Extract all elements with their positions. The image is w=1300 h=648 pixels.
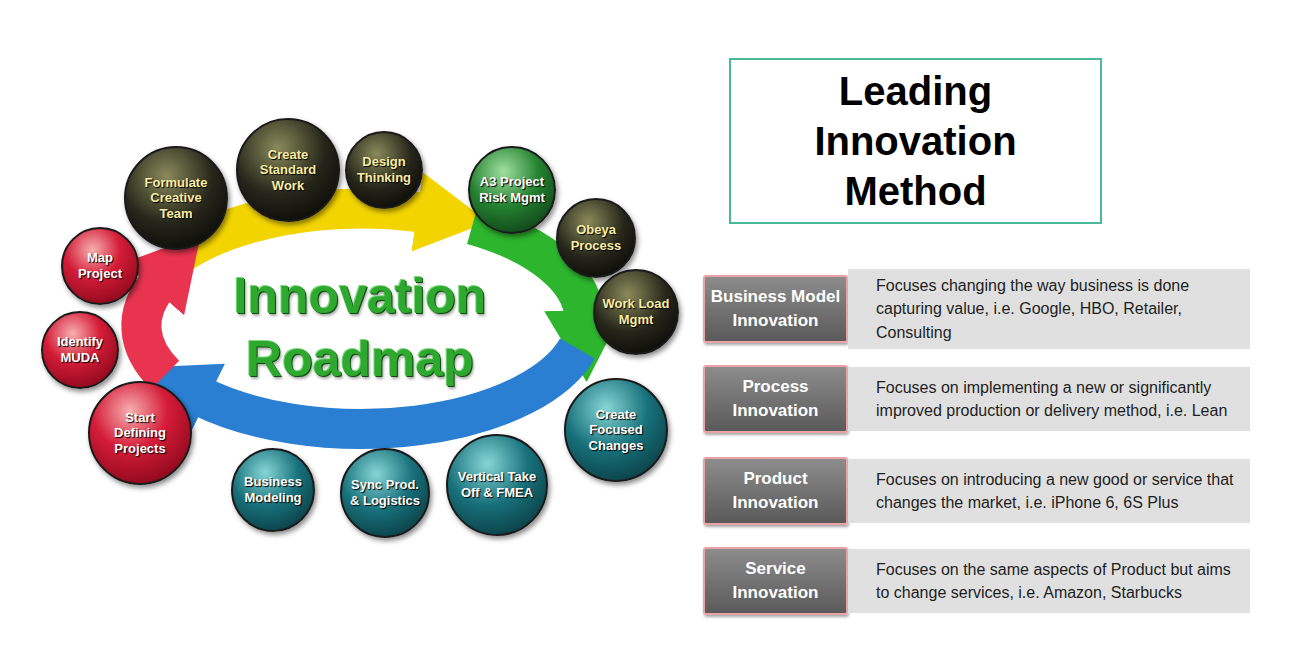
step-label: Create Focused Changes: [575, 407, 658, 454]
step-circle: Create Focused Changes: [564, 378, 668, 482]
step-label: Vertical Take Off & FMEA: [456, 469, 538, 500]
type-label: Service Innovation: [705, 557, 846, 605]
step-label: Obeya Process: [564, 222, 628, 253]
type-label: Business Model Innovation: [705, 285, 846, 333]
title-text: Leading Innovation Method: [766, 66, 1066, 216]
step-label: Formulate Creative Team: [135, 175, 218, 222]
step-circle: Work Load Mgmt: [593, 269, 679, 355]
step-label: Create Standard Work: [247, 147, 330, 194]
step-label: Identify MUDA: [49, 334, 111, 365]
step-circle: Obeya Process: [556, 198, 636, 278]
step-label: Business Modeling: [240, 474, 307, 505]
step-circle: A3 Project Risk Mgmt: [468, 146, 556, 234]
step-circle: Start Defining Projects: [88, 381, 192, 485]
type-label: Product Innovation: [705, 467, 846, 515]
step-circle: Formulate Creative Team: [124, 146, 228, 250]
roadmap-heading: Innovation Roadmap: [195, 265, 525, 390]
description-text: Focuses on the same aspects of Product b…: [848, 558, 1250, 604]
title-box: Leading Innovation Method: [729, 58, 1102, 224]
step-circle: Business Modeling: [231, 448, 315, 532]
step-label: Start Defining Projects: [99, 410, 182, 457]
step-circle: Vertical Take Off & FMEA: [446, 434, 548, 536]
description-text: Focuses changing the way business is don…: [848, 274, 1250, 344]
innovation-type-box: Business Model Innovation: [703, 275, 848, 343]
step-label: Map Project: [69, 250, 131, 281]
step-label: Work Load Mgmt: [602, 296, 671, 327]
description-text: Focuses on implementing a new or signifi…: [848, 376, 1250, 422]
step-circle: Design Thinking: [345, 131, 423, 209]
step-circle: Identify MUDA: [41, 311, 119, 389]
description-text: Focuses on introducing a new good or ser…: [848, 468, 1250, 514]
step-circle: Create Standard Work: [236, 118, 340, 222]
description-band: Focuses on introducing a new good or ser…: [848, 459, 1250, 523]
description-band: Focuses changing the way business is don…: [848, 269, 1250, 349]
description-band: Focuses on implementing a new or signifi…: [848, 367, 1250, 431]
step-label: Design Thinking: [353, 154, 415, 185]
step-circle: Sync Prod. & Logistics: [340, 448, 430, 538]
step-label: Sync Prod. & Logistics: [349, 477, 421, 508]
red-arrow: [141, 283, 165, 375]
innovation-type-box: Service Innovation: [703, 547, 848, 615]
step-circle: Map Project: [61, 227, 139, 305]
innovation-type-box: Process Innovation: [703, 365, 848, 433]
step-label: A3 Project Risk Mgmt: [477, 174, 547, 205]
type-label: Process Innovation: [705, 375, 846, 423]
description-band: Focuses on the same aspects of Product b…: [848, 549, 1250, 613]
innovation-type-box: Product Innovation: [703, 457, 848, 525]
